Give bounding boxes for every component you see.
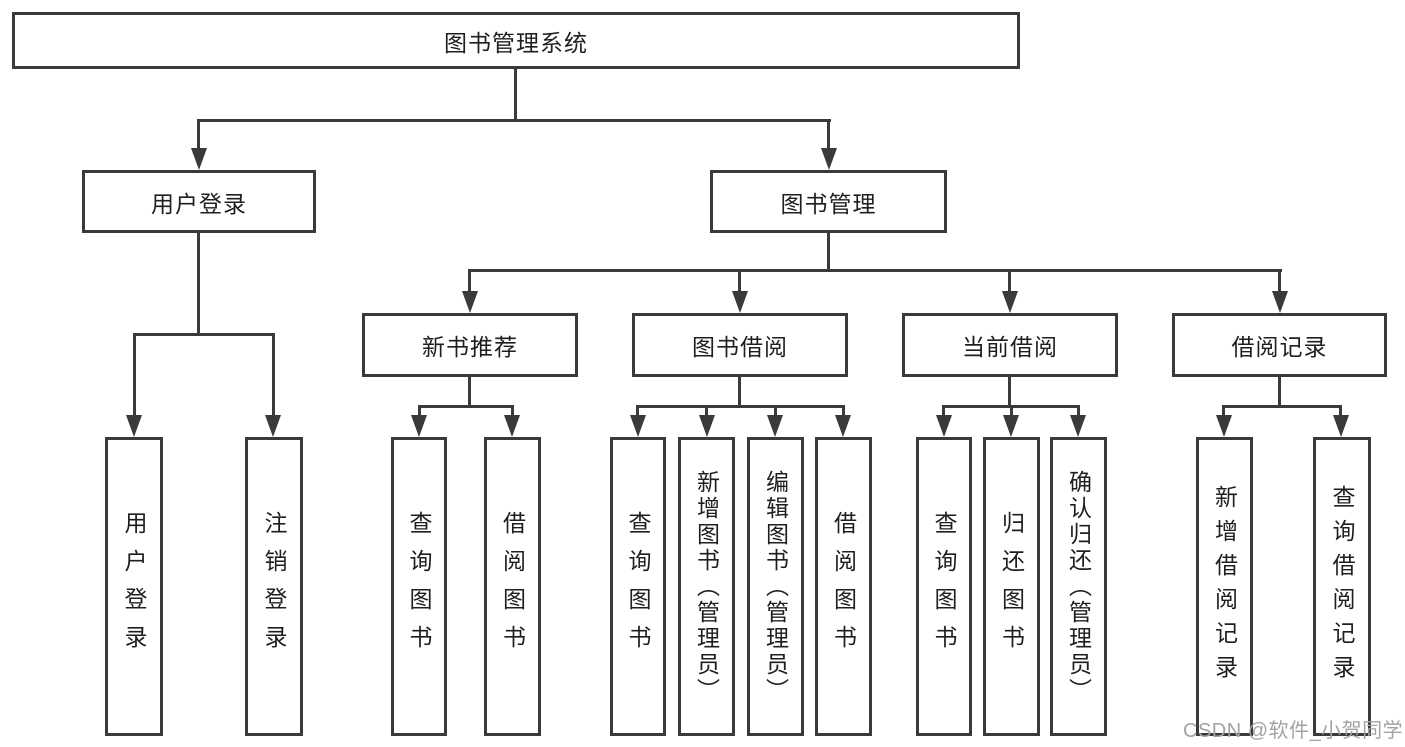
connector-drop [1077,405,1080,419]
arrow-down-icon [1003,415,1019,437]
arrow-down-icon [630,415,646,437]
connector-root-stem [514,69,517,121]
node-library-management-system: 图书管理系统 [12,12,1020,69]
connector-drop [827,119,830,150]
connector-level3-bus [468,269,1282,272]
connector-drop [738,269,741,293]
arrow-down-icon [1070,415,1086,437]
arrow-down-icon [1333,415,1349,437]
connector-drop [272,333,275,417]
leaf-user-login: 用户登录 [105,437,163,736]
arrow-down-icon [126,415,142,437]
node-new-book-recommend: 新书推荐 [362,313,578,377]
node-borrow-record: 借阅记录 [1172,313,1387,377]
leaf-borrow-books: 借阅图书 [815,437,872,736]
connector-stem [1278,377,1281,408]
connector-drop [774,405,777,419]
node-book-borrow: 图书借阅 [632,313,848,377]
connector-drop [418,405,421,419]
csdn-watermark: CSDN @软件_小贺同学 [1183,720,1404,742]
connector-drop [1222,405,1225,419]
connector-stem [738,377,741,408]
arrow-down-icon [411,415,427,437]
connector-drop [636,405,639,419]
arrow-down-icon [732,291,748,313]
connector-drop [1008,269,1011,293]
arrow-down-icon [767,415,783,437]
leaf-query-books: 查询图书 [391,437,447,736]
connector-drop [1278,269,1281,293]
connector-bus [636,405,845,408]
arrow-down-icon [821,148,837,170]
connector-drop [705,405,708,419]
connector-drop [1010,405,1013,419]
leaf-query-borrow-record: 查询借阅记录 [1313,437,1371,736]
arrow-down-icon [1002,291,1018,313]
arrow-down-icon [191,148,207,170]
leaf-add-books-admin: 新增图书（管理员） [678,437,735,736]
leaf-logout: 注销登录 [245,437,303,736]
leaf-edit-books-admin: 编辑图书（管理员） [747,437,804,736]
connector-drop [1339,405,1342,419]
connector-drop [468,269,471,293]
connector-book-mgmt-stem [827,233,830,272]
arrow-down-icon [835,415,851,437]
leaf-query-books: 查询图书 [610,437,666,736]
arrow-down-icon [462,291,478,313]
arrow-down-icon [504,415,520,437]
connector-drop [942,405,945,419]
node-current-borrow: 当前借阅 [902,313,1118,377]
connector-drop [842,405,845,419]
connector-user-login-stem [197,233,200,336]
leaf-add-borrow-record: 新增借阅记录 [1196,437,1253,736]
connector-level2-bus [197,119,831,122]
leaf-return-books: 归还图书 [983,437,1040,736]
leaf-confirm-return-admin: 确认归还（管理员） [1050,437,1107,736]
connector-stem [1008,377,1011,408]
connector-drop [197,119,200,150]
arrow-down-icon [265,415,281,437]
connector-bus [1222,405,1342,408]
connector-bus [418,405,514,408]
node-user-login: 用户登录 [82,170,316,233]
arrow-down-icon [699,415,715,437]
connector-drop [133,333,136,417]
arrow-down-icon [1272,291,1288,313]
leaf-query-books: 查询图书 [916,437,972,736]
leaf-borrow-books: 借阅图书 [484,437,541,736]
arrow-down-icon [1216,415,1232,437]
connector-user-login-bus [133,333,275,336]
arrow-down-icon [936,415,952,437]
node-book-management: 图书管理 [710,170,947,233]
connector-stem [468,377,471,408]
connector-drop [511,405,514,419]
